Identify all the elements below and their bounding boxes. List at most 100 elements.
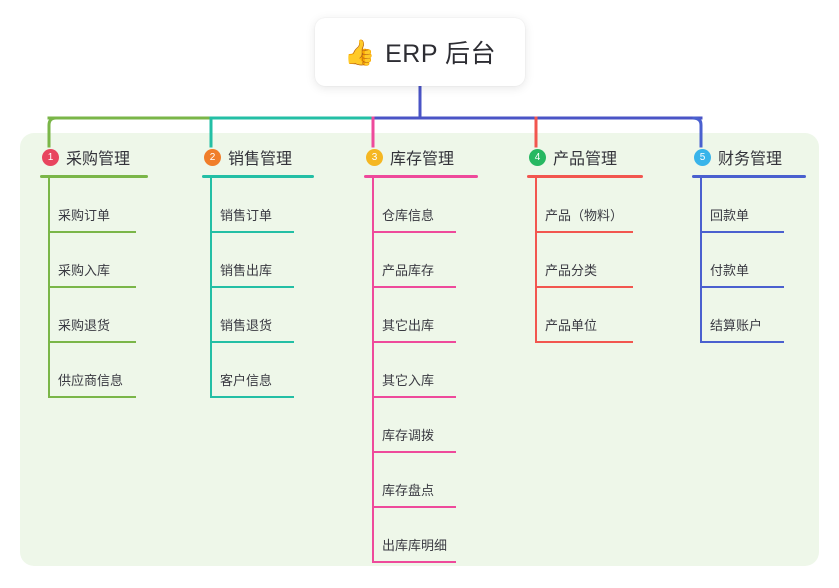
branch-title: 产品管理 [553, 151, 618, 168]
branch-index-badge: 1 [42, 148, 59, 166]
leaf-underline [535, 231, 633, 233]
branch-title: 财务管理 [718, 151, 783, 168]
leaf-node[interactable]: 采购退货 [40, 288, 148, 343]
branch-header-3[interactable]: 3 库存管理 [364, 145, 478, 169]
branch-children: 回款单付款单结算账户 [692, 178, 806, 343]
branch-column-4: 4 产品管理产品（物料） 产品分类产品单位 [527, 145, 643, 343]
leaf-node[interactable]: 产品（物料） [527, 178, 643, 233]
leaf-underline [372, 561, 456, 563]
leaf-label: 供应商信息 [58, 373, 124, 388]
leaf-node[interactable]: 销售退货 [202, 288, 314, 343]
branch-children: 仓库信息产品库存其它出库其它入库库存调拨库存盘点出库库明细 [364, 178, 478, 563]
branch-spine [700, 178, 702, 343]
leaf-label: 采购入库 [58, 263, 111, 278]
leaf-label: 销售退货 [220, 318, 273, 333]
branch-spine [48, 178, 50, 398]
leaf-underline [700, 341, 784, 343]
leaf-label: 采购退货 [58, 318, 111, 333]
leaf-node[interactable]: 销售订单 [202, 178, 314, 233]
leaf-node[interactable]: 销售出库 [202, 233, 314, 288]
leaf-node[interactable]: 采购入库 [40, 233, 148, 288]
leaf-label: 产品分类 [545, 263, 598, 278]
leaf-underline [210, 341, 294, 343]
leaf-underline [210, 396, 294, 398]
leaf-node[interactable]: 付款单 [692, 233, 806, 288]
leaf-label: 采购订单 [58, 208, 111, 223]
leaf-underline [48, 286, 136, 288]
leaf-label: 出库库明细 [382, 538, 448, 553]
leaf-label: 客户信息 [220, 373, 273, 388]
branch-children: 采购订单采购入库采购退货供应商信息 [40, 178, 148, 398]
leaf-node[interactable]: 仓库信息 [364, 178, 478, 233]
branch-underline [364, 175, 478, 178]
leaf-underline [372, 506, 456, 508]
leaf-label: 库存盘点 [382, 483, 435, 498]
branch-header-5[interactable]: 5 财务管理 [692, 145, 806, 169]
leaf-underline [48, 396, 136, 398]
leaf-label: 回款单 [710, 208, 750, 223]
leaf-underline [372, 341, 456, 343]
leaf-underline [48, 231, 136, 233]
leaf-underline [372, 231, 456, 233]
branch-children: 销售订单销售出库销售退货客户信息 [202, 178, 314, 398]
leaf-node[interactable]: 客户信息 [202, 343, 314, 398]
leaf-label: 付款单 [710, 263, 750, 278]
branch-index-badge: 3 [366, 148, 383, 166]
leaf-node[interactable]: 供应商信息 [40, 343, 148, 398]
leaf-underline [535, 286, 633, 288]
leaf-label: 销售出库 [220, 263, 273, 278]
branch-column-3: 3 库存管理仓库信息产品库存其它出库其它入库库存调拨库存盘点出库库明细 [364, 145, 478, 563]
leaf-label: 其它出库 [382, 318, 435, 333]
leaf-underline [210, 286, 294, 288]
branch-column-5: 5 财务管理回款单付款单结算账户 [692, 145, 806, 343]
branch-index-badge: 4 [529, 148, 546, 166]
branch-title: 库存管理 [390, 151, 455, 168]
leaf-underline [372, 286, 456, 288]
branch-underline [40, 175, 148, 178]
leaf-node[interactable]: 库存调拨 [364, 398, 478, 453]
leaf-node[interactable]: 其它入库 [364, 343, 478, 398]
branch-title: 采购管理 [66, 151, 131, 168]
leaf-node[interactable]: 出库库明细 [364, 508, 478, 563]
leaf-node[interactable]: 产品单位 [527, 288, 643, 343]
leaf-underline [48, 341, 136, 343]
leaf-label: 其它入库 [382, 373, 435, 388]
leaf-node[interactable]: 回款单 [692, 178, 806, 233]
branch-title: 销售管理 [228, 151, 293, 168]
leaf-underline [372, 396, 456, 398]
leaf-node[interactable]: 产品分类 [527, 233, 643, 288]
leaf-node[interactable]: 结算账户 [692, 288, 806, 343]
branch-underline [692, 175, 806, 178]
branch-index-badge: 2 [204, 148, 221, 166]
leaf-label: 产品单位 [545, 318, 598, 333]
leaf-label: 结算账户 [710, 318, 763, 333]
leaf-node[interactable]: 产品库存 [364, 233, 478, 288]
leaf-underline [372, 451, 456, 453]
thumbs-up-icon: 👍 [343, 37, 376, 67]
branch-underline [202, 175, 314, 178]
branch-header-4[interactable]: 4 产品管理 [527, 145, 643, 169]
leaf-node[interactable]: 其它出库 [364, 288, 478, 343]
branch-column-1: 1 采购管理采购订单采购入库采购退货供应商信息 [40, 145, 148, 398]
branch-column-2: 2 销售管理销售订单销售出库销售退货客户信息 [202, 145, 314, 398]
leaf-label: 销售订单 [220, 208, 273, 223]
leaf-node[interactable]: 采购订单 [40, 178, 148, 233]
diagram-background-panel [20, 133, 819, 566]
leaf-underline [700, 286, 784, 288]
branch-header-2[interactable]: 2 销售管理 [202, 145, 314, 169]
branch-spine [372, 178, 374, 563]
root-node[interactable]: 👍 ERP 后台 [315, 18, 525, 86]
branch-underline [527, 175, 643, 178]
leaf-label: 库存调拨 [382, 428, 435, 443]
branch-header-1[interactable]: 1 采购管理 [40, 145, 148, 169]
leaf-label: 产品（物料） [545, 208, 624, 223]
branch-index-badge: 5 [694, 148, 711, 166]
branch-spine [535, 178, 537, 343]
leaf-underline [210, 231, 294, 233]
root-title: ERP 后台 [385, 40, 497, 68]
leaf-label: 仓库信息 [382, 208, 435, 223]
leaf-node[interactable]: 库存盘点 [364, 453, 478, 508]
branch-spine [210, 178, 212, 398]
leaf-underline [535, 341, 633, 343]
